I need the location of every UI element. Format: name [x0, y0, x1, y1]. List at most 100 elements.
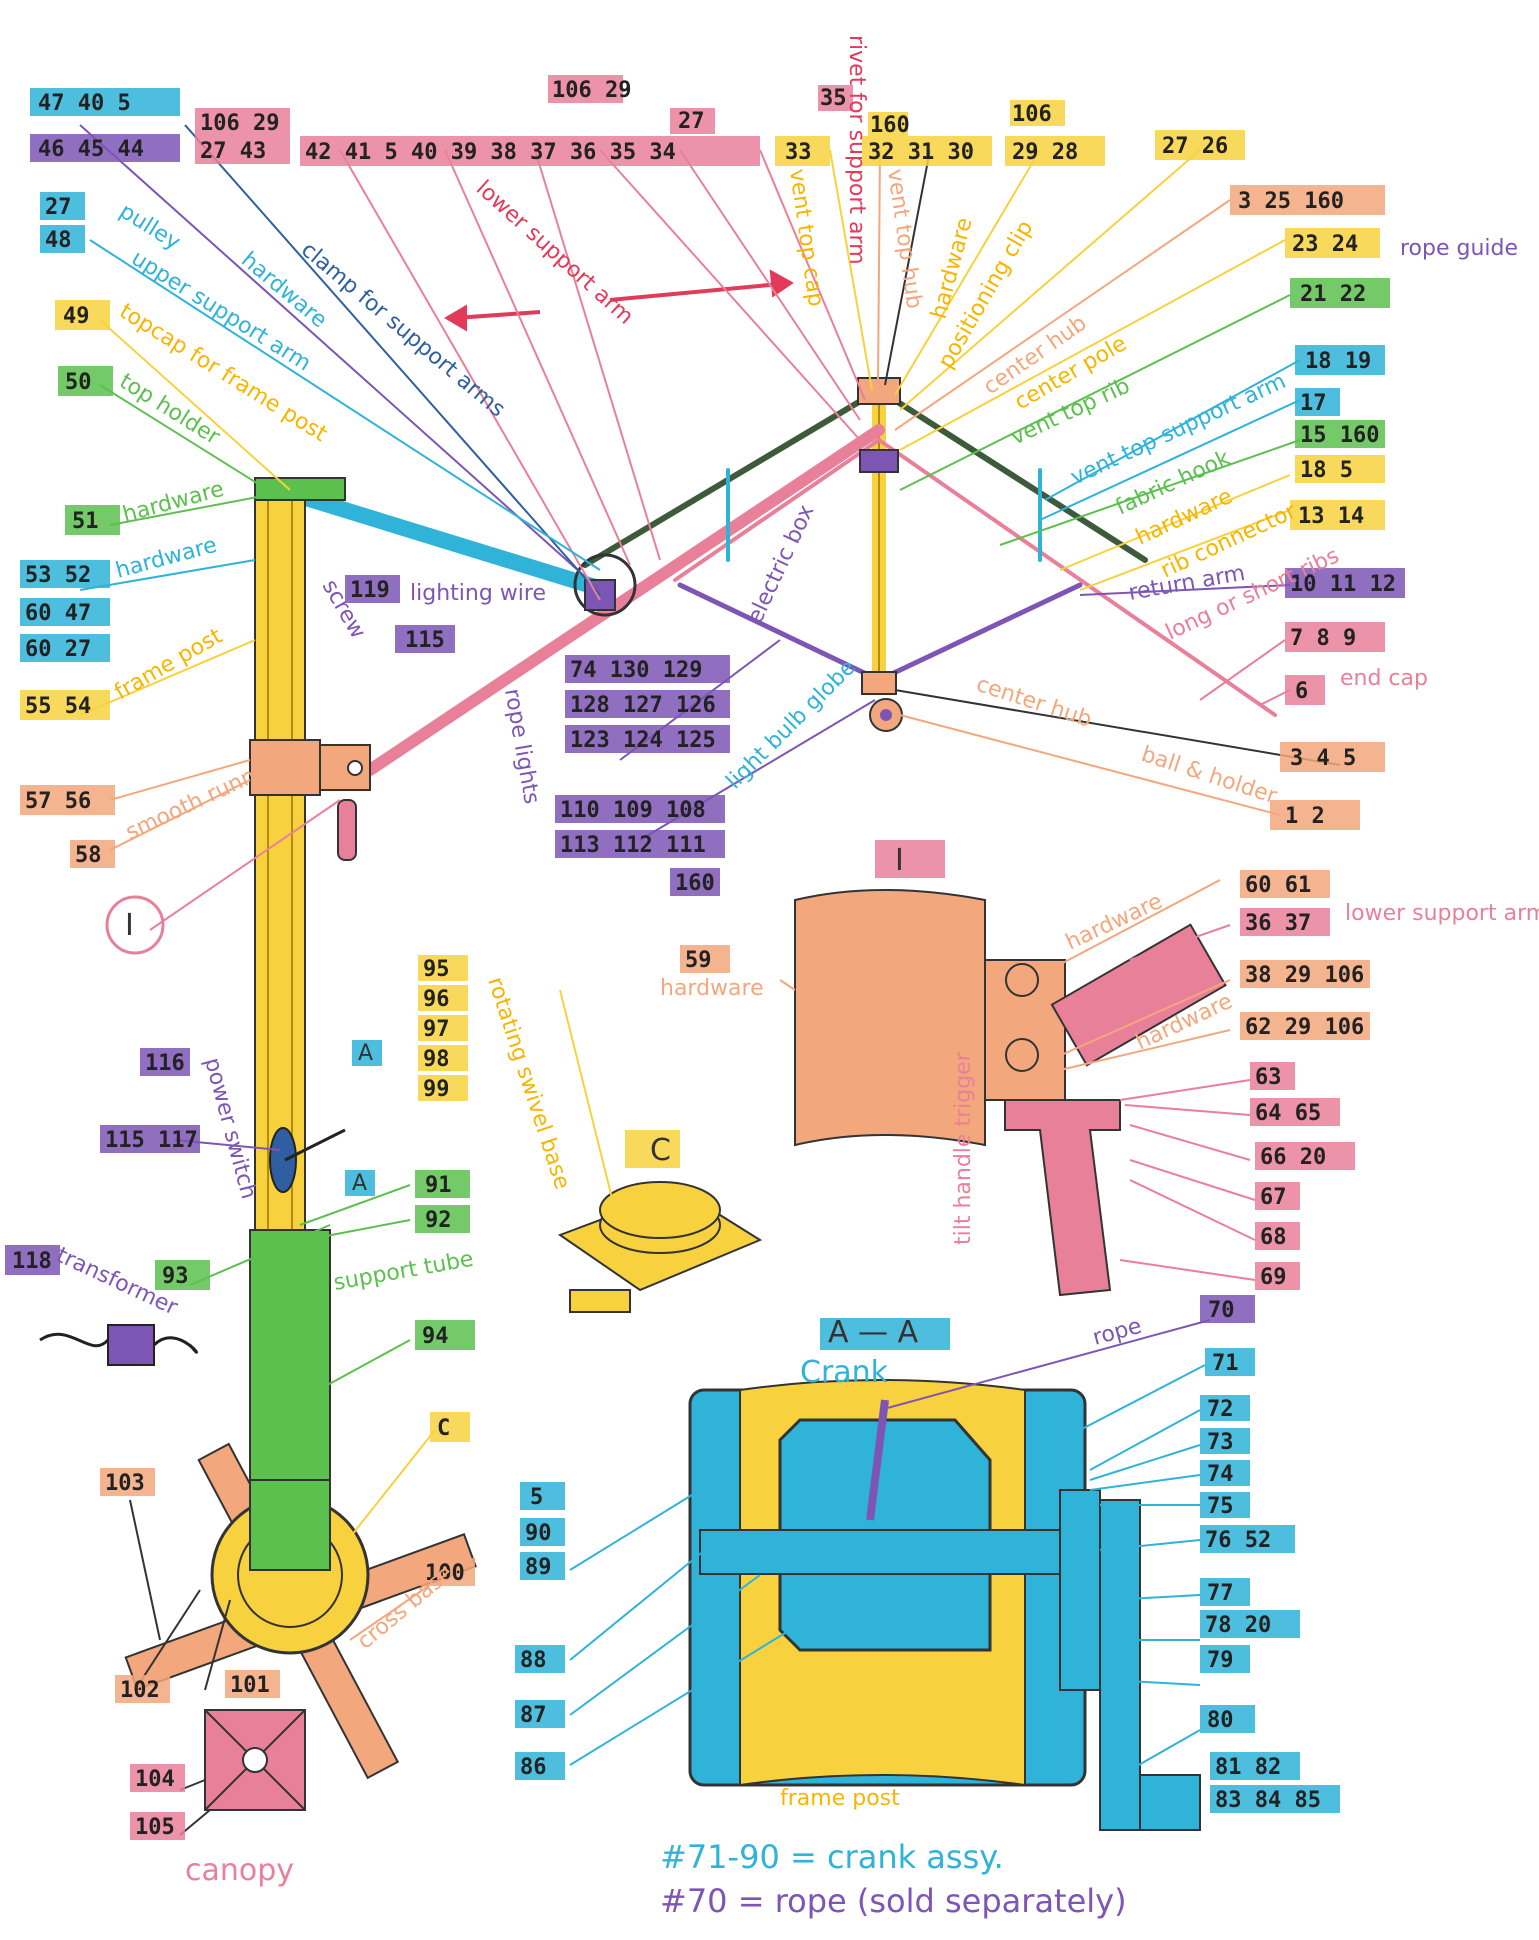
- part-ref: 73: [1207, 1430, 1234, 1455]
- label-vent-top-cap: vent top cap: [784, 167, 828, 308]
- part-ref: 95: [423, 957, 450, 982]
- label-light-bulb-globe: light bulb globe: [722, 655, 861, 794]
- part-ref: 89: [525, 1555, 552, 1580]
- part-ref: 90: [525, 1521, 552, 1546]
- part-ref: 81 82: [1215, 1755, 1281, 1780]
- label-pulley: pulley: [115, 199, 185, 256]
- part-ref: 53 52: [25, 563, 91, 588]
- part-ref: 47 40 5: [38, 91, 131, 116]
- label-lower-support-arm: lower support arm: [471, 176, 638, 330]
- footnote-rope: #70 = rope (sold separately): [660, 1882, 1127, 1920]
- label-rivet: rivet for support arm: [844, 35, 869, 265]
- part-ref: 36 37: [1245, 911, 1311, 936]
- part-ref: 80: [1207, 1708, 1234, 1733]
- part-ref: 66 20: [1260, 1145, 1326, 1170]
- part-ref: 29 28: [1012, 140, 1078, 165]
- part-ref: 23 24: [1292, 232, 1358, 257]
- part-ref: 3 4 5: [1290, 746, 1356, 771]
- label-crank: Crank: [800, 1355, 889, 1390]
- umbrella-frame: [272, 377, 1277, 776]
- part-ref: 160: [675, 871, 715, 896]
- part-ref: 102: [120, 1678, 160, 1703]
- crank-section-drawing: [688, 1379, 1201, 1831]
- part-ref: 58: [75, 843, 102, 868]
- label-center-hub: center hub: [973, 672, 1094, 733]
- part-ref: 99: [423, 1077, 450, 1102]
- part-ref: 104: [135, 1767, 175, 1792]
- part-ref: 17: [1300, 391, 1327, 416]
- part-ref: 77: [1207, 1581, 1234, 1606]
- part-ref: 103: [105, 1471, 145, 1496]
- label-rope-lights: rope lights: [499, 687, 544, 806]
- part-ref: 21 22: [1300, 282, 1366, 307]
- part-ref: 59: [685, 948, 712, 973]
- part-ref: 10 11 12: [1290, 572, 1396, 597]
- part-ref: 74: [1207, 1462, 1234, 1487]
- label-tilt-handle-trigger: tilt handle trigger: [951, 1051, 976, 1245]
- part-ref: 69: [1260, 1265, 1287, 1290]
- frame-post: [39, 477, 477, 1811]
- part-ref: 38 29 106: [1245, 963, 1364, 988]
- label-smooth-runner-detail: smooth runner: [810, 893, 974, 918]
- part-ref: 49: [63, 304, 90, 329]
- part-ref: 60 47: [25, 601, 91, 626]
- part-ref: 88: [520, 1648, 547, 1673]
- part-ref: 70: [1208, 1298, 1235, 1323]
- label-support-tube: support tube: [332, 1247, 476, 1296]
- leader-lines: [79, 124, 1341, 1836]
- part-ref: 93: [162, 1264, 189, 1289]
- label-detail-C: C: [650, 1133, 671, 1168]
- part-ref: C: [437, 1416, 450, 1441]
- part-ref: 5: [530, 1485, 543, 1510]
- part-ref: 64 65: [1255, 1101, 1321, 1126]
- part-ref: 62 29 106: [1245, 1015, 1364, 1040]
- part-ref: 106 29: [200, 111, 279, 136]
- label-detail-I: I: [125, 908, 134, 943]
- part-ref: 74 130 129: [570, 658, 702, 683]
- part-ref: 105: [135, 1815, 175, 1840]
- label-frame-post: frame post: [111, 623, 228, 705]
- part-ref: 3 25 160: [1238, 189, 1344, 214]
- part-ref: 71: [1212, 1351, 1239, 1376]
- part-ref: 18 19: [1305, 349, 1371, 374]
- part-ref: 91: [425, 1173, 452, 1198]
- part-ref: 33: [785, 140, 812, 165]
- part-ref: 96: [423, 987, 450, 1012]
- part-ref: 6: [1295, 679, 1308, 704]
- part-ref: 7 8 9: [1290, 626, 1356, 651]
- part-ref: 72: [1207, 1397, 1234, 1422]
- part-ref: 18 5: [1300, 458, 1353, 483]
- part-ref: 160: [870, 113, 910, 138]
- part-ref: 106 29: [552, 78, 631, 103]
- part-ref: 76 52: [1205, 1528, 1271, 1553]
- part-ref: 128 127 126: [570, 693, 716, 718]
- label-section-A: A: [358, 1041, 373, 1066]
- part-ref: 86: [520, 1755, 547, 1780]
- part-ref: 87: [520, 1703, 547, 1728]
- part-ref: 79: [1207, 1648, 1234, 1673]
- part-ref: 110 109 108: [560, 798, 706, 823]
- label-canopy: canopy: [185, 1853, 294, 1888]
- part-ref: 123 124 125: [570, 728, 716, 753]
- part-ref: 27 26: [1162, 134, 1228, 159]
- label-section-AA: A — A: [828, 1315, 919, 1350]
- part-ref: 50: [65, 370, 92, 395]
- label-section-A: A: [352, 1171, 367, 1196]
- part-ref: 68: [1260, 1225, 1287, 1250]
- part-ref: 32 31 30: [868, 140, 974, 165]
- label-hardware: hardware: [120, 477, 227, 528]
- label-vent-top-hub: vent top hub: [882, 167, 926, 310]
- part-ref: 97: [423, 1017, 450, 1042]
- part-ref: 48: [45, 228, 72, 253]
- label-power-switch: power switch: [199, 1055, 261, 1202]
- part-ref: 15 160: [1300, 423, 1379, 448]
- part-ref: 63: [1255, 1065, 1282, 1090]
- label-rope-guide: rope guide: [1400, 236, 1518, 261]
- footnote-crank-assembly: #71-90 = crank assy.: [660, 1838, 1004, 1876]
- part-ref: 113 112 111: [560, 833, 706, 858]
- part-ref: 27: [45, 195, 72, 220]
- label-detail-I-title: I: [895, 843, 904, 878]
- label-lower-support-arm-hw: lower support arm hardware: [1345, 901, 1539, 926]
- part-ref: 27: [678, 109, 705, 134]
